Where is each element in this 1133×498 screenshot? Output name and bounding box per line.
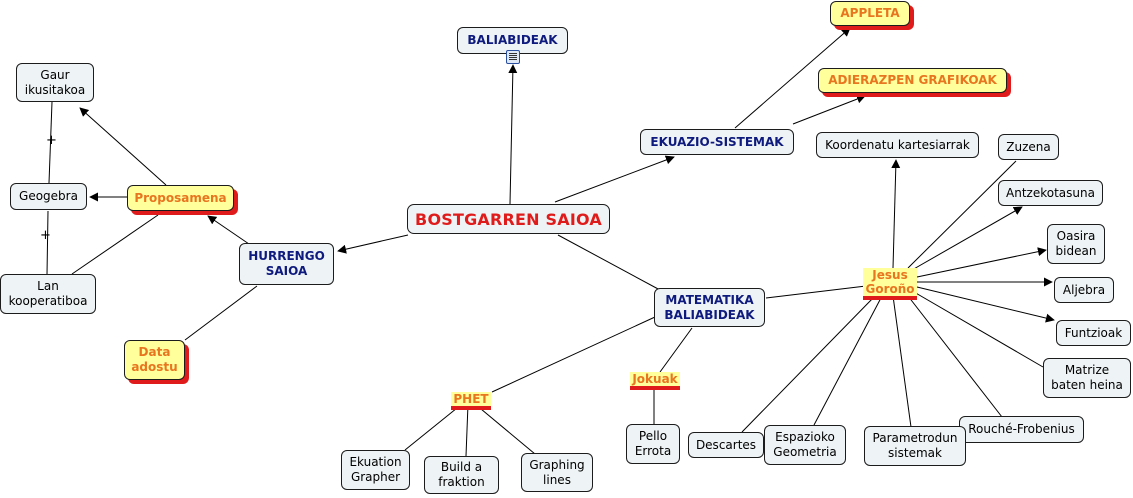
jokuak-label: Jokuak [630, 372, 680, 390]
ekuazio-sistemak-node[interactable]: EKUAZIO-SISTEMAK [640, 129, 794, 155]
edge-matematika-jesus [765, 285, 867, 299]
proposamena-label: Proposamena [134, 190, 227, 205]
gaur-ikusitakoa-label: Gaur ikusitakoa [24, 67, 86, 97]
lan-kooperatiboa-label: Lan kooperatiboa [8, 279, 88, 308]
jokuak-node[interactable]: Jokuak [626, 370, 684, 390]
pello-errota-label: Pello Errota [634, 429, 672, 458]
geogebra-label: Geogebra [19, 189, 78, 203]
jesus-gorono-label: Jesus Goroño [863, 268, 917, 300]
parametrodun-sistemak-node[interactable]: Parametrodun sistemak [864, 426, 966, 466]
edge-jesus-oasira [916, 247, 1047, 278]
hurrengo-saioa-label: HURRENGO SAIOA [248, 249, 325, 278]
edge-jesus-zuzena [907, 160, 1017, 269]
espazioko-geometria-node[interactable]: Espazioko Geometria [764, 425, 846, 465]
edge-jesus-rouche [907, 295, 1003, 418]
edge-proposamena-gaur [79, 107, 167, 186]
edge-phet-ekuation [404, 403, 463, 451]
zuzena-label: Zuzena [1006, 139, 1051, 154]
phet-node[interactable]: PHET [451, 390, 491, 410]
appleta-node[interactable]: APPLETA [830, 1, 910, 26]
document-icon[interactable] [506, 50, 520, 64]
funtzioak-label: Funtzioak [1064, 325, 1123, 340]
descartes-label: Descartes [695, 437, 757, 452]
edge-ekuazio-adierazpen [792, 94, 866, 125]
matrize-baten-heina-label: Matrize baten heina [1051, 363, 1123, 392]
edge-gaur-geogebra [48, 101, 53, 184]
edge-jesus-descartes [741, 295, 876, 433]
rouche-frobenius-node[interactable]: Rouché-Frobenius [959, 416, 1084, 443]
edge-jesus-koordenatu [891, 159, 901, 269]
matematika-baliabideak-node[interactable]: MATEMATIKA BALIABIDEAK [654, 288, 765, 327]
edge-jesus-antzekotasuna [911, 206, 1023, 271]
ekuation-grapher-label: Ekuation Grapher [349, 455, 402, 484]
espazioko-geometria-label: Espazioko Geometria [773, 430, 837, 459]
build-a-fraktion-node[interactable]: Build a fraktion [424, 456, 499, 494]
edge-phet-build [465, 403, 469, 457]
adierazpen-grafikoak-label: ADIERAZPEN GRAFIKOAK [828, 73, 997, 87]
edge-central-baliabideak [508, 64, 518, 205]
edge-jesus-parametrodun [892, 295, 912, 428]
baliabideak-label: BALIABIDEAK [467, 33, 558, 47]
pello-errota-node[interactable]: Pello Errota [626, 424, 680, 464]
edge-matematika-phet [491, 316, 656, 393]
graphing-lines-node[interactable]: Graphing lines [521, 453, 593, 492]
proposamena-node[interactable]: Proposamena [127, 185, 234, 211]
antzekotasuna-label: Antzekotasuna [1006, 185, 1095, 200]
matrize-baten-heina-node[interactable]: Matrize baten heina [1043, 358, 1131, 398]
edge-central-ekuazio [554, 155, 675, 203]
edge-ekuazio-appleta [734, 27, 851, 129]
edge-hurrengo-proposamena [207, 215, 250, 245]
gaur-ikusitakoa-node[interactable]: Gaur ikusitakoa [16, 63, 94, 102]
hurrengo-saioa-node[interactable]: HURRENGO SAIOA [239, 243, 334, 285]
parametrodun-sistemak-label: Parametrodun sistemak [872, 431, 958, 460]
descartes-node[interactable]: Descartes [688, 432, 764, 458]
appleta-label: APPLETA [840, 6, 900, 20]
oasira-bidean-node[interactable]: Oasira bidean [1047, 224, 1105, 264]
central-topic[interactable]: BOSTGARREN SAIOA [407, 204, 610, 234]
graphing-lines-label: Graphing lines [529, 457, 585, 487]
lan-kooperatiboa-node[interactable]: Lan kooperatiboa [0, 274, 96, 314]
edge-geogebra-lan [46, 210, 49, 276]
jesus-gorono-node[interactable]: Jesus Goroño [863, 268, 917, 300]
edge-central-matematika [557, 234, 661, 291]
aljebra-node[interactable]: Aljebra [1054, 277, 1114, 303]
edge-jesus-espazioko [813, 295, 883, 426]
geogebra-node[interactable]: Geogebra [10, 183, 87, 210]
edge-hurrengo-data [184, 285, 258, 341]
edge-proposamena-lan [71, 214, 159, 275]
data-adostu-label: Data adostu [131, 345, 178, 374]
zuzena-node[interactable]: Zuzena [998, 134, 1059, 160]
edge-central-hurrengo [337, 234, 409, 254]
aljebra-label: Aljebra [1062, 282, 1106, 297]
matematika-baliabideak-label: MATEMATIKA BALIABIDEAK [664, 292, 755, 322]
plus-sign: + [46, 133, 57, 148]
ekuazio-sistemak-label: EKUAZIO-SISTEMAK [650, 134, 784, 149]
edge-phet-graphing [474, 403, 536, 455]
antzekotasuna-node[interactable]: Antzekotasuna [998, 180, 1103, 206]
phet-label: PHET [451, 392, 491, 410]
koordenatu-kartesiarrak-label: Koordenatu kartesiarrak [825, 137, 970, 152]
central-topic-label: BOSTGARREN SAIOA [415, 209, 602, 229]
rouche-frobenius-label: Rouché-Frobenius [968, 422, 1075, 436]
adierazpen-grafikoak-node[interactable]: ADIERAZPEN GRAFIKOAK [818, 68, 1007, 93]
data-adostu-node[interactable]: Data adostu [124, 340, 185, 380]
koordenatu-kartesiarrak-node[interactable]: Koordenatu kartesiarrak [816, 132, 979, 158]
plus-sign: + [40, 228, 51, 243]
ekuation-grapher-node[interactable]: Ekuation Grapher [341, 450, 410, 490]
edge-jesus-funtzioak [916, 286, 1055, 323]
edge-jesus-matrize [913, 291, 1044, 368]
build-a-fraktion-label: Build a fraktion [438, 460, 485, 489]
baliabideak-node[interactable]: BALIABIDEAK [457, 27, 568, 54]
funtzioak-node[interactable]: Funtzioak [1056, 320, 1131, 346]
oasira-bidean-label: Oasira bidean [1055, 229, 1097, 258]
edge-matematika-jokuak [659, 327, 693, 373]
